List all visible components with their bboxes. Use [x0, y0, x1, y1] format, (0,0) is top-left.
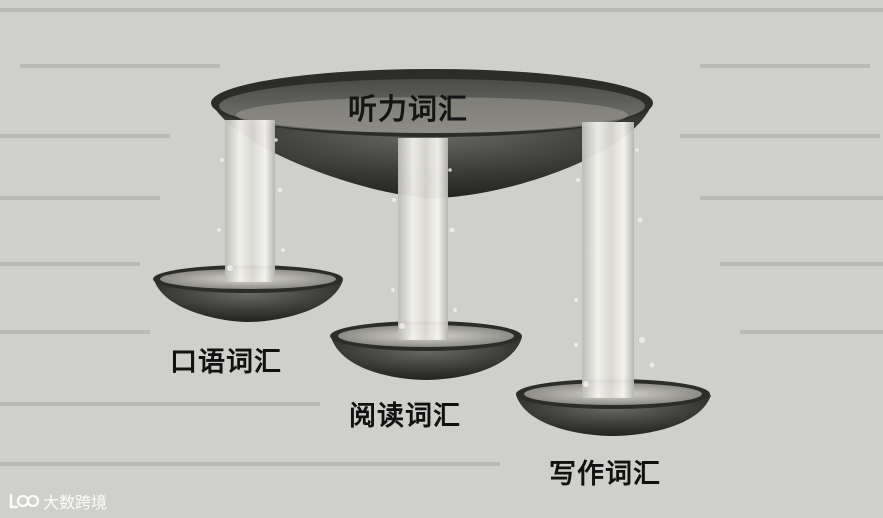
brand-logo-icon [9, 493, 40, 509]
watermark-text: 大数跨境 [43, 493, 108, 512]
waterfall-left [217, 120, 285, 282]
writing-vocabulary-label: 写作词汇 [549, 459, 661, 490]
reading-vocabulary-label: 阅读词汇 [349, 401, 461, 432]
watermark: 大数跨境 [8, 489, 107, 513]
waterfall-middle [391, 138, 457, 340]
listening-vocabulary-label: 听力词汇 [348, 92, 469, 126]
waterfall-right [574, 122, 655, 398]
speaking-vocabulary-label: 口语词汇 [170, 347, 282, 378]
background-page-texture [0, 8, 883, 466]
